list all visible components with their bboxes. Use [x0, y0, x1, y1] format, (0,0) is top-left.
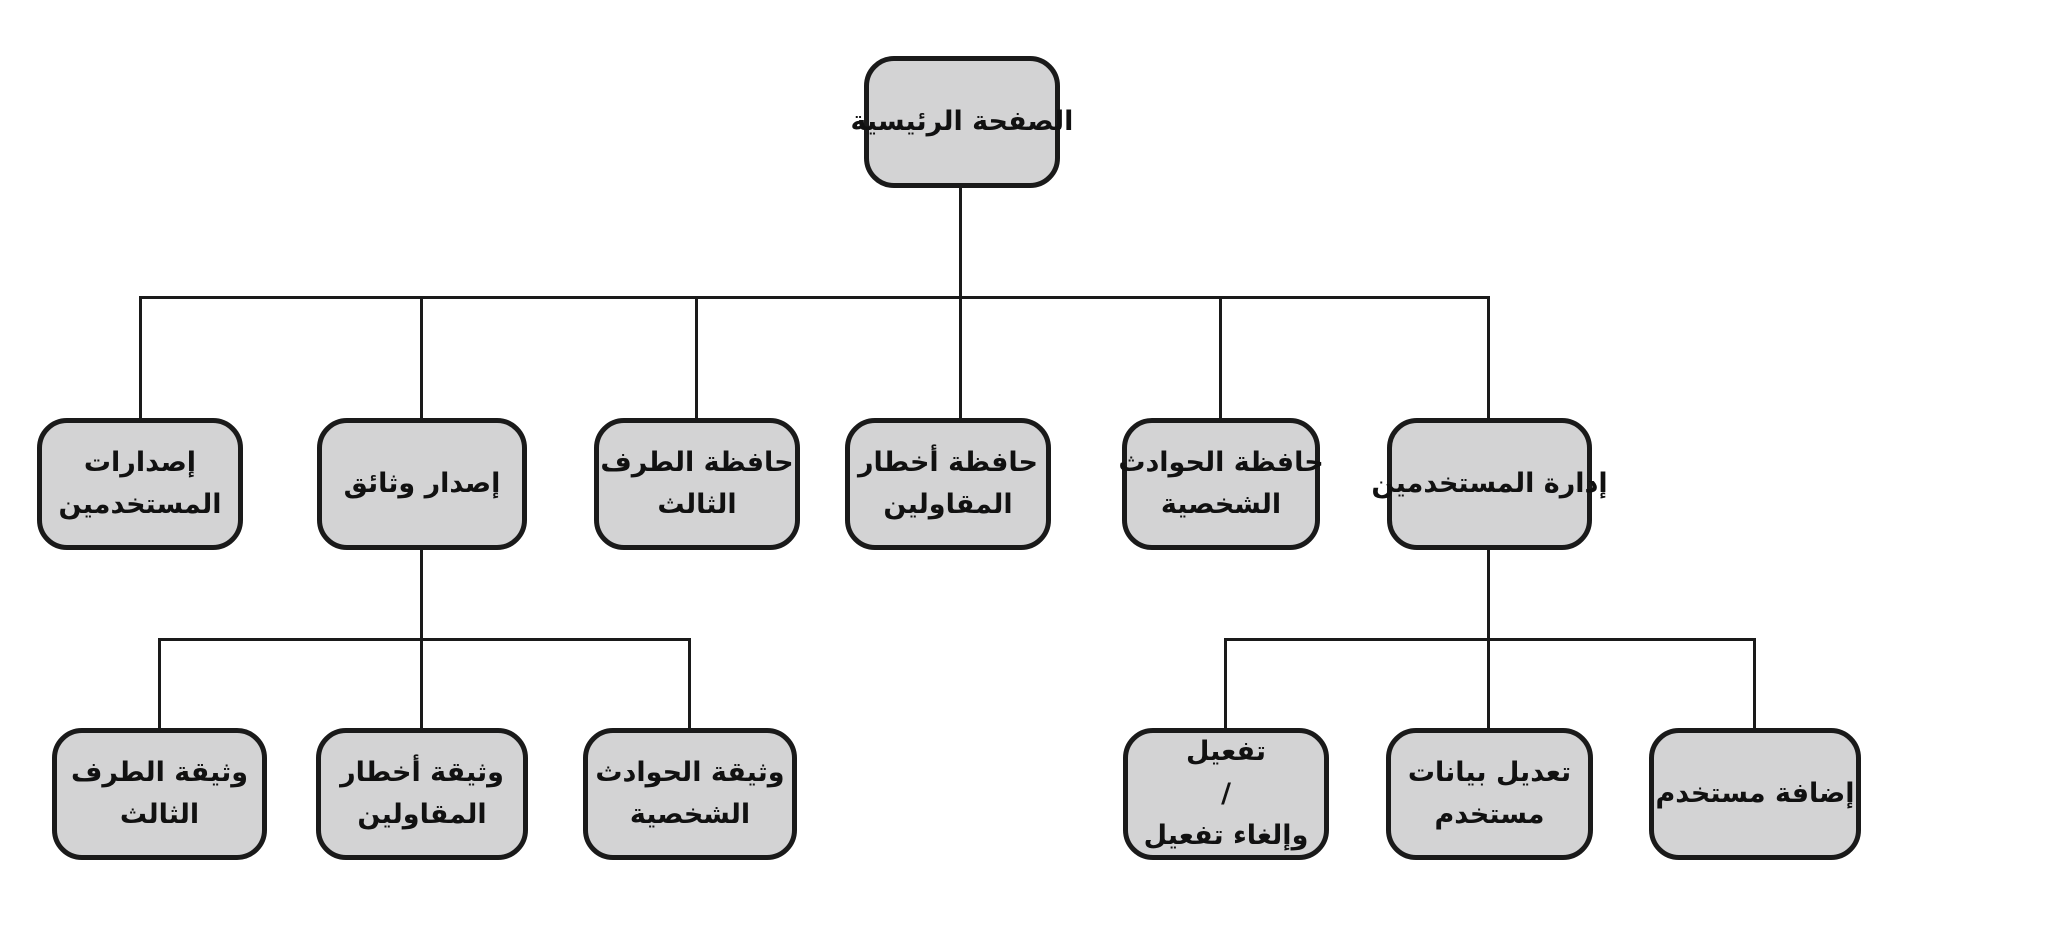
node-third-party-policy: وثيقة الطرف الثالث — [52, 728, 267, 860]
node-edit-user-data: تعديل بيانات مستخدم — [1386, 728, 1593, 860]
connector-drop-personal-accidents-portfolio — [1219, 296, 1222, 418]
connector-user-management-bus — [1225, 638, 1755, 641]
node-activate-deactivate: تفعيل / وإلغاء تفعيل — [1123, 728, 1329, 860]
connector-root-to-contractor-risks-portfolio — [959, 188, 962, 418]
connector-drop-add-user — [1753, 638, 1756, 730]
node-third-party-portfolio: حافظة الطرف الثالث — [594, 418, 800, 550]
connector-drop-third-party-portfolio — [695, 296, 698, 418]
node-contractor-risks-portfolio: حافظة أخطار المقاولين — [845, 418, 1051, 550]
connector-level2-bus — [139, 296, 1490, 299]
node-contractor-risks-policy: وثيقة أخطار المقاولين — [316, 728, 528, 860]
node-user-management: إدارة المستخدمين — [1371, 418, 1608, 550]
node-issue-documents: إصدار وثائق — [317, 418, 527, 550]
node-user-issuances: إصدارات المستخدمين — [37, 418, 243, 550]
node-add-user: إضافة مستخدم — [1649, 728, 1861, 860]
node-home-page: الصفحة الرئيسية — [851, 56, 1073, 188]
connector-drop-issue-documents — [420, 296, 423, 418]
connector-drop-activate-deactivate — [1224, 638, 1227, 730]
node-personal-accidents-policy: وثيقة الحوادث الشخصية — [583, 728, 797, 860]
connector-drop-third-party-policy — [158, 638, 161, 730]
connector-drop-user-management — [1487, 296, 1490, 418]
connector-drop-user-issuances — [139, 296, 142, 418]
connector-issue-documents-bus — [159, 638, 691, 641]
connector-drop-personal-accidents-policy — [688, 638, 691, 730]
node-personal-accidents-portfolio: حافظة الحوادث الشخصية — [1118, 418, 1324, 550]
